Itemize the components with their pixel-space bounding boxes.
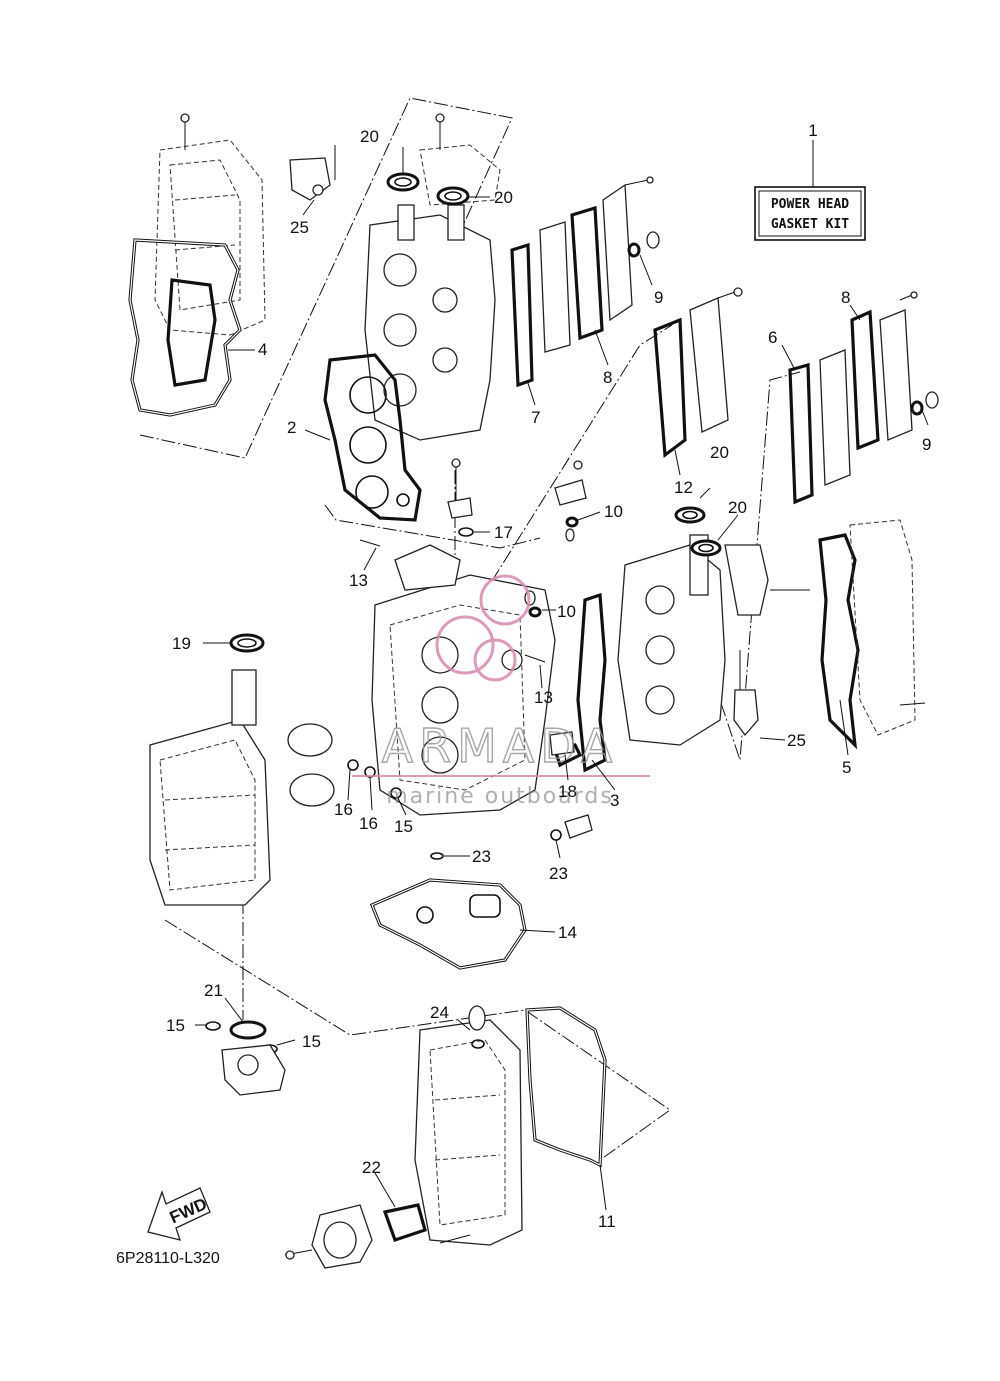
cylinder-block (371, 544, 556, 816)
callout-23: 23 (549, 864, 568, 883)
centre-o-rings (347, 731, 593, 860)
callout-18: 18 (558, 782, 577, 801)
callout-23: 23 (472, 847, 491, 866)
callout-13: 13 (349, 571, 368, 590)
watermark-brand: ARMADA (382, 719, 619, 773)
callout-24: 24 (430, 1003, 449, 1022)
crankcase-lower (414, 1005, 523, 1246)
cam-sensor-25-upper (289, 145, 336, 201)
cam-sensor-25-right (733, 650, 759, 737)
oil-seal-20-right (674, 506, 722, 557)
callout-25: 25 (290, 218, 309, 237)
callout-7: 7 (531, 408, 540, 427)
cylinder-head-upper (364, 113, 501, 441)
callout-20: 20 (728, 498, 747, 517)
fwd-direction-indicator: FWD (147, 1187, 211, 1241)
cylinder-head-cover-left (154, 113, 266, 336)
kit-box-line1: POWER HEAD (771, 197, 849, 212)
exhaust-cover-assembly-upper (510, 176, 660, 388)
callout-1: 1 (808, 121, 817, 140)
cylinder-head-right (617, 534, 810, 746)
callout-12: 12 (674, 478, 693, 497)
callout-10: 10 (557, 602, 576, 621)
callout-9: 9 (922, 435, 931, 454)
callout-6: 6 (768, 328, 777, 347)
callout-11: 11 (598, 1212, 616, 1231)
callout-20: 20 (360, 127, 379, 146)
callout-9: 9 (654, 288, 663, 307)
callout-20: 20 (710, 443, 729, 462)
thermostat-parts (359, 458, 587, 663)
callout-8: 8 (841, 288, 850, 307)
gasket-kit-box: POWER HEAD GASKET KIT 1 (754, 121, 866, 241)
armada-watermark: ARMADA marine outboards (352, 574, 650, 809)
callout-15: 15 (166, 1016, 185, 1035)
callout-20: 20 (494, 188, 513, 207)
callout-14: 14 (558, 923, 577, 942)
exhaust-cover-assembly-middle (653, 287, 743, 459)
callout-4: 4 (258, 340, 267, 359)
head-cover-gasket-5 (818, 519, 926, 750)
relief-valve-22 (284, 1203, 427, 1269)
callout-2: 2 (287, 418, 296, 437)
callout-16: 16 (334, 800, 353, 819)
head-cover-gasket-4 (128, 238, 242, 417)
callout-22: 22 (362, 1158, 381, 1177)
oil-seal-20-upper (386, 172, 470, 206)
callout-10: 10 (604, 502, 623, 521)
callout-13: 13 (534, 688, 553, 707)
callout-5: 5 (842, 758, 851, 777)
callout-15: 15 (302, 1032, 321, 1051)
callout-8: 8 (603, 368, 612, 387)
oil-pump-21 (205, 1020, 286, 1096)
callout-21: 21 (204, 981, 223, 1000)
crankcase-gasket-11 (525, 1006, 607, 1168)
crankcase-left (149, 669, 335, 906)
callout-leaders (195, 147, 929, 1211)
callout-15: 15 (394, 817, 413, 836)
oil-seal-19 (229, 633, 265, 653)
kit-box-line2: GASKET KIT (771, 217, 849, 232)
callout-3: 3 (610, 791, 619, 810)
callout-19: 19 (172, 634, 191, 653)
exhaust-guide-gasket-14 (369, 878, 527, 970)
exhaust-cover-assembly-right (788, 291, 939, 505)
diagram-code: 6P28110-L320 (116, 1250, 220, 1267)
watermark-tagline: marine outboards (386, 784, 614, 809)
callout-17: 17 (494, 523, 513, 542)
callout-25: 25 (787, 731, 806, 750)
cylinder-head-gasket-2 (323, 353, 422, 522)
callout-16: 16 (359, 814, 378, 833)
callout-numbers: 20 20 25 4 2 7 8 9 12 20 20 6 8 9 10 17 … (166, 127, 931, 1231)
